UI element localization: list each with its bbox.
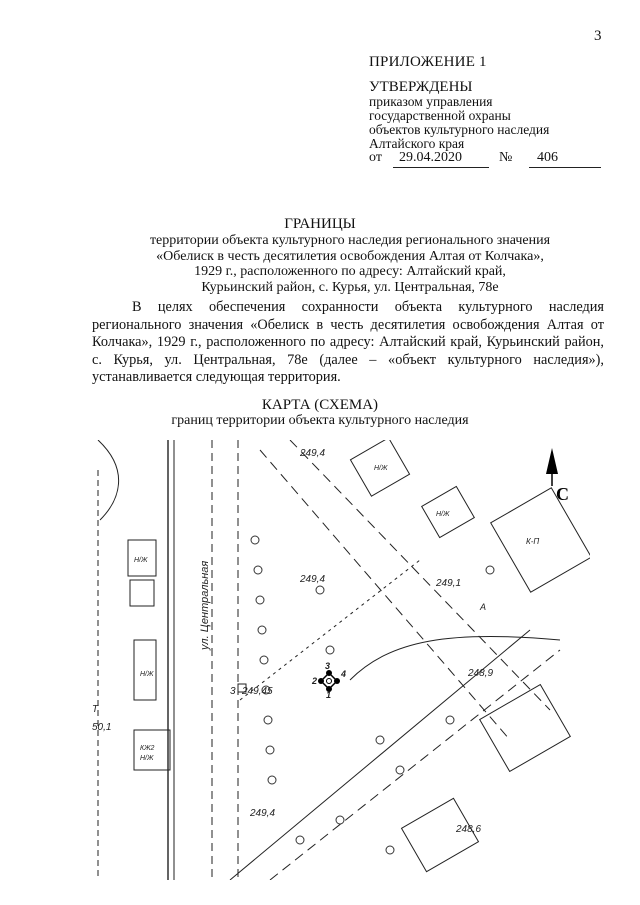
elevation-4: 249,45	[241, 686, 273, 697]
diagonal-road-2	[289, 440, 551, 711]
building-label-kzh2: КЖ2	[140, 745, 155, 752]
elevation-5: 248,9	[467, 668, 493, 679]
lower-road-1	[229, 629, 531, 880]
building-label-3: Н/Ж	[436, 511, 450, 518]
appendix-label: ПРИЛОЖЕНИЕ 1	[369, 54, 487, 70]
boundary-points	[318, 670, 340, 692]
order-date-row: от 29.04.2020 № 406	[369, 150, 609, 168]
order-line-2: государственной охраны	[369, 108, 511, 123]
date-prefix: от	[369, 150, 382, 165]
point-2	[318, 678, 324, 684]
area-label: А	[479, 602, 486, 612]
order-date: 29.04.2020	[399, 150, 462, 165]
building-left-2	[129, 579, 155, 607]
approved-label: УТВЕРЖДЕНЫ	[369, 79, 473, 95]
elevation-6: 249,4	[249, 808, 275, 819]
building-top-1	[349, 440, 411, 497]
building-left-4	[133, 729, 171, 771]
building-top-2	[420, 485, 476, 539]
order-number: 406	[537, 150, 558, 165]
point3-marker	[237, 683, 247, 693]
path-dotted-1	[239, 559, 421, 701]
point-label-2: 2	[311, 676, 317, 686]
north-arrow-icon	[546, 448, 558, 486]
building-label-5: Н/Ж	[140, 671, 154, 678]
diagonal-road-1	[259, 449, 511, 741]
building-bottom-2	[400, 797, 480, 873]
point-3	[326, 670, 332, 676]
building-label-1: Н/Ж	[374, 465, 388, 472]
map-subtitle: границ территории объекта культурного на…	[171, 413, 469, 428]
north-label: С	[556, 484, 569, 504]
number-underline	[529, 167, 601, 168]
point-4	[334, 678, 340, 684]
number-sign: №	[499, 150, 513, 165]
building-left-3	[133, 639, 157, 701]
building-label-2: Н/Ж	[134, 557, 148, 564]
map-title: КАРТА (СХЕМА)	[261, 397, 379, 413]
elevation-2: 249,4	[299, 574, 325, 585]
subtitle-line-1: территории объекта культурного наследия …	[149, 233, 551, 248]
point3-label: 3	[230, 686, 236, 697]
elevation-1: 249,4	[299, 448, 325, 459]
elevation-7: 248,6	[455, 824, 481, 835]
subtitle-line-2: «Обелиск в честь десятилетия освобождени…	[156, 248, 544, 264]
date-underline	[393, 167, 489, 168]
subtitle-line-4: Курьинский район, с. Курья, ул. Централь…	[201, 279, 499, 295]
edge-label-t: Т	[92, 704, 99, 715]
page-number: 3	[594, 28, 602, 44]
point-label-4: 4	[340, 669, 346, 679]
order-line-4: Алтайского края	[369, 136, 465, 151]
building-label-kp: К-П	[526, 537, 539, 546]
boundary-map: 1 2 3 4 ул. Центральная 249,4 249,4 249,…	[92, 440, 590, 880]
document-subtitle: территории объекта культурного наследия …	[60, 233, 640, 295]
order-line-3: объектов культурного наследия	[369, 122, 550, 137]
street-label: ул. Центральная	[199, 561, 211, 651]
elevation-3: 249,1	[435, 578, 461, 589]
building-kp	[490, 487, 590, 593]
lower-road-2	[269, 649, 561, 880]
curve-road	[349, 635, 561, 681]
tree-symbols	[250, 535, 495, 855]
edge-label: 50,1	[92, 722, 111, 733]
point-1	[326, 686, 332, 692]
subtitle-line-3: 1929 г., расположенного по адресу: Алтай…	[194, 264, 506, 279]
building-left-1	[127, 539, 157, 577]
point-label-1: 1	[326, 690, 331, 700]
building-label-7: Н/Ж	[140, 755, 154, 762]
body-paragraph: В целях обеспечения сохранности объекта …	[92, 299, 604, 385]
document-title: ГРАНИЦЫ	[284, 216, 356, 232]
map-edge-curve	[97, 440, 120, 521]
order-line-1: приказом управления	[369, 94, 493, 109]
point-label-3: 3	[325, 661, 330, 671]
building-bottom-1	[479, 683, 571, 773]
